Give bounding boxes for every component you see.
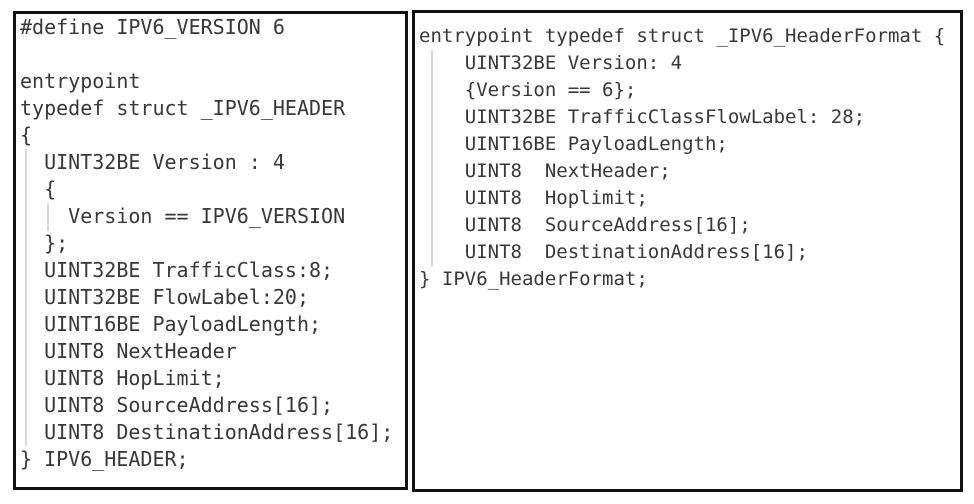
code-line: } IPV6_HeaderFormat; [419,268,648,290]
code-line: Version == IPV6_VERSION [20,204,346,228]
code-block-ipv6-headerformat: entrypoint typedef struct _IPV6_HeaderFo… [419,23,960,293]
code-line: }; [20,231,69,255]
code-line: UINT16BE PayloadLength; [20,312,322,336]
code-line: entrypoint typedef struct _IPV6_HeaderFo… [419,25,946,47]
code-line: } IPV6_HEADER; [20,447,189,471]
indent-guide [47,203,49,231]
code-line: UINT32BE Version : 4 [20,150,285,174]
code-line: UINT8 SourceAddress[16]; [20,393,334,417]
code-line: typedef struct _IPV6_HEADER [20,96,346,120]
code-panel-left: #define IPV6_VERSION 6 entrypoint typedef… [13,11,408,490]
code-line: #define IPV6_VERSION 6 [20,15,285,39]
code-line: entrypoint [20,69,141,93]
code-line: UINT8 SourceAddress[16]; [419,214,751,236]
code-line: UINT16BE PayloadLength; [419,133,728,155]
indent-guide [431,50,433,266]
indent-guide [25,149,27,446]
code-line: UINT8 NextHeader; [419,160,671,182]
code-line: UINT32BE TrafficClass:8; [20,258,334,282]
code-line [20,41,405,68]
code-line: { [20,177,57,201]
code-line: UINT32BE Version: 4 [419,52,683,74]
code-line: UINT32BE FlowLabel:20; [20,285,309,309]
code-line: UINT8 HopLimit; [20,366,225,390]
code-line: UINT8 NextHeader [20,339,237,363]
code-block-ipv6-header: #define IPV6_VERSION 6 entrypoint typedef… [20,14,405,473]
code-line: UINT8 DestinationAddress[16]; [20,420,394,444]
code-line: { [20,123,33,147]
code-line: UINT8 Hoplimit; [419,187,648,209]
code-panel-right: entrypoint typedef struct _IPV6_HeaderFo… [412,10,963,492]
code-line: UINT8 DestinationAddress[16]; [419,241,808,263]
code-line: {Version == 6}; [419,79,637,101]
code-line: UINT32BE TrafficClassFlowLabel: 28; [419,106,866,128]
